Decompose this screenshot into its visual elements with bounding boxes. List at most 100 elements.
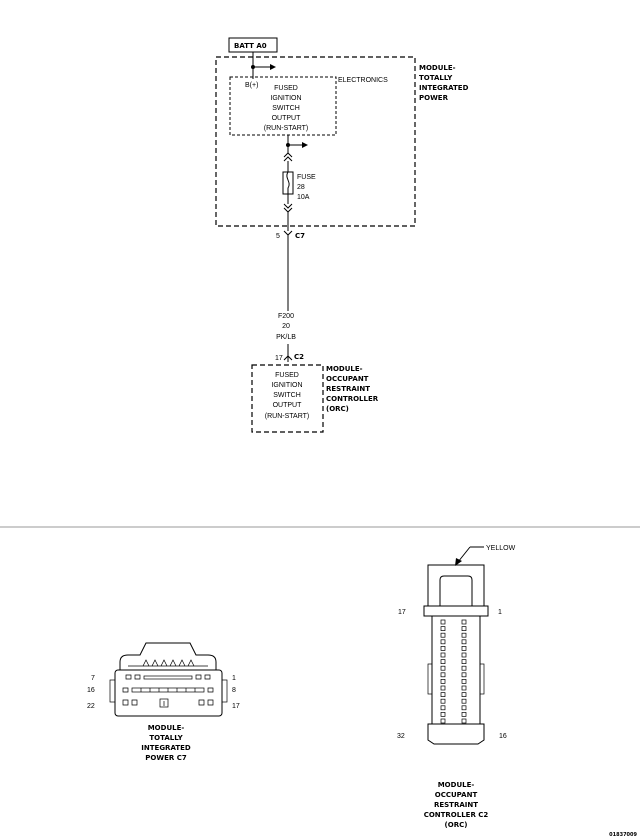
svg-text:FUSED: FUSED [274,85,298,92]
c7-face-pin-22: 22 [87,703,95,710]
wire-label: F200 20 PK/LB [276,313,296,341]
c2-cavity [440,718,446,724]
svg-text:OCCUPANT: OCCUPANT [326,375,369,383]
c2-cavity [461,652,467,658]
c2-cavity [461,626,467,631]
fuse-label: FUSE 28 10A [297,174,316,201]
svg-text:OUTPUT: OUTPUT [273,402,303,409]
c2-cavity [440,665,446,671]
c7-face-pin-8: 8 [232,687,236,694]
c2-cavity [461,679,467,684]
c2-face-caption: MODULE- OCCUPANT RESTRAINT CONTROLLER C2… [424,781,489,829]
c2-face-pin-16: 16 [499,733,507,740]
svg-text:PK/LB: PK/LB [276,334,296,341]
c2-cavity [461,698,467,704]
svg-text:OUTPUT: OUTPUT [272,115,302,122]
c7-pin-number: 5 [276,233,280,240]
c2-cavity [440,705,446,711]
orc-output-label: FUSED IGNITION SWITCH OUTPUT (RUN-START) [265,372,309,420]
svg-text:FUSED: FUSED [275,372,299,379]
c2-cavity [461,705,467,711]
svg-text:POWER: POWER [419,94,449,102]
c7-face-pin-16: 16 [87,687,95,694]
c7-connector-label: C7 [295,232,305,240]
c7-face-pin-7: 7 [91,675,95,682]
svg-text:INTEGRATED: INTEGRATED [419,84,469,92]
c2-cavity [440,692,446,697]
connector-c2-face: YELLOW 17 1 32 16 MODULE- OCCUPANT RESTR… [397,545,516,829]
svg-text:(RUN-START): (RUN-START) [264,125,308,132]
c2-cavity [461,718,467,724]
svg-text:MODULE-: MODULE- [419,64,456,72]
svg-text:20: 20 [282,323,290,330]
c2-cavity [440,659,446,664]
svg-text:TOTALLY: TOTALLY [419,74,453,82]
c2-cavity [440,712,446,717]
c2-pin-number: 17 [275,355,283,362]
c2-cavity [461,659,467,664]
c2-cavity [440,632,446,638]
c2-cavity [461,672,467,678]
electronics-label: ELECTRONICS [338,77,388,84]
c7-face-pin-1: 1 [232,675,236,682]
svg-text:10A: 10A [297,194,310,201]
c2-cavities [440,619,467,724]
c2-cavity [440,698,446,704]
electronics-box [229,76,337,136]
bplus-label: B(+) [245,82,258,89]
c2-cavity [440,685,446,691]
tipm-module-label: MODULE- TOTALLY INTEGRATED POWER [419,64,469,102]
c2-cavity [461,619,467,625]
svg-text:MODULE-: MODULE- [438,781,475,789]
svg-text:(RUN-START): (RUN-START) [265,413,309,420]
c2-face-pin-32: 32 [397,733,405,740]
figure-id: 01837009 [609,832,637,838]
c2-color-label: YELLOW [486,545,516,552]
svg-text:MODULE-: MODULE- [148,724,185,732]
svg-text:RESTRAINT: RESTRAINT [434,801,478,809]
c2-cavity [440,672,446,678]
c2-cavity [461,646,467,651]
svg-text:SWITCH: SWITCH [273,392,301,399]
svg-text:IGNITION: IGNITION [270,95,301,102]
c2-face-pin-17: 17 [398,609,406,616]
c2-cavity [461,665,467,671]
svg-text:MODULE-: MODULE- [326,365,363,373]
svg-text:RESTRAINT: RESTRAINT [326,385,370,393]
c2-cavity [461,639,467,645]
svg-text:SWITCH: SWITCH [272,105,300,112]
schematic: BATT A0 MODULE- TOTALLY INTEGRATED POWER… [215,37,469,433]
svg-text:INTEGRATED: INTEGRATED [141,744,191,752]
orc-module-box [251,364,324,433]
c2-cavity [440,679,446,684]
batt-label: BATT A0 [234,42,267,50]
c2-cavity [461,712,467,717]
c2-cavity [440,639,446,645]
orc-module-label: MODULE- OCCUPANT RESTRAINT CONTROLLER (O… [326,365,379,413]
c2-cavity [461,632,467,638]
c2-cavity [440,626,446,631]
svg-text:(ORC): (ORC) [445,821,468,829]
tipm-output-label: FUSED IGNITION SWITCH OUTPUT (RUN-START) [264,85,308,132]
svg-text:28: 28 [297,184,305,191]
c2-cavity [440,619,446,625]
svg-text:CONTROLLER: CONTROLLER [326,395,379,403]
svg-text:IGNITION: IGNITION [271,382,302,389]
c2-face-pin-1: 1 [498,609,502,616]
tipm-module-box [215,56,416,227]
svg-text:CONTROLLER C2: CONTROLLER C2 [424,811,489,819]
connector-c7-face: 7 16 22 1 8 17 MODULE- TOTALLY INTEGRATE… [87,642,240,762]
c7-face-caption: MODULE- TOTALLY INTEGRATED POWER C7 [141,724,191,762]
c2-cavity [461,685,467,691]
c2-connector-label: C2 [294,353,304,361]
svg-text:F200: F200 [278,313,294,320]
fuse-28-symbol [282,171,294,195]
svg-text:TOTALLY: TOTALLY [149,734,183,742]
svg-text:FUSE: FUSE [297,174,316,181]
svg-text:OCCUPANT: OCCUPANT [435,791,478,799]
c2-cavity [440,646,446,651]
svg-text:POWER C7: POWER C7 [145,754,187,762]
c2-cavity [440,652,446,658]
c2-cavity [461,692,467,697]
